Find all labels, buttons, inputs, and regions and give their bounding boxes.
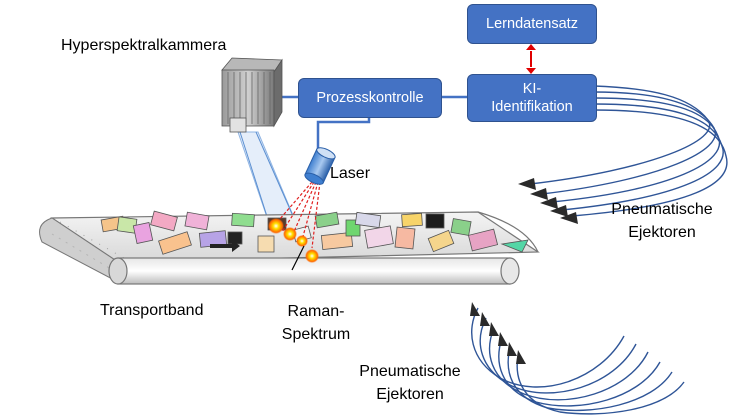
dataset-box-label: Lerndatensatz	[486, 15, 578, 32]
ejector-nozzle-icon	[498, 332, 508, 346]
ejectors-bottom-label-line2: Ejektoren	[376, 386, 444, 404]
waste-item	[314, 211, 340, 229]
waste-item	[467, 228, 499, 252]
raman-label-line1: Raman-	[287, 303, 345, 320]
process-control-box: Prozesskontrolle	[298, 78, 442, 118]
ai-identification-label-line1: KI-	[522, 80, 542, 97]
laser-label: Laser	[330, 165, 371, 182]
raman-flash	[296, 235, 308, 247]
raman-flash	[305, 249, 319, 263]
ejector-nozzle-icon	[540, 197, 558, 209]
waste-item	[364, 225, 394, 249]
waste-item	[425, 213, 445, 229]
ejector-nozzle-icon	[480, 312, 490, 326]
ejectors-bottom	[470, 302, 685, 415]
ejectors-bottom-label-line1: Pneumatische	[359, 363, 461, 380]
waste-item	[320, 232, 354, 250]
ejectors-right-label-line1: Pneumatische	[611, 201, 713, 218]
raman-flash	[268, 218, 284, 234]
belt-label: Transportband	[100, 302, 204, 319]
waste-item	[231, 212, 255, 228]
waste-item	[401, 212, 423, 228]
raman-flash	[283, 227, 297, 241]
ejectors-right-label-line2: Ejektoren	[628, 224, 696, 242]
laser-emitter-icon	[304, 147, 336, 185]
ejectors-right-label: Pneumatische Ejektoren	[604, 200, 720, 242]
camera-label: Hyperspektralkammera	[61, 37, 227, 54]
feedback-arrow	[526, 44, 536, 74]
waste-item	[132, 222, 154, 244]
waste-item	[116, 216, 138, 234]
waste-item	[394, 226, 416, 250]
ejector-nozzle-icon	[516, 350, 526, 364]
ejector-nozzle-icon	[470, 302, 480, 316]
raman-pointer-line	[291, 245, 305, 271]
ejector-nozzle-icon	[518, 178, 536, 190]
waste-item	[227, 231, 243, 245]
ejectors-bottom-label: Pneumatische Ejektoren	[352, 362, 468, 404]
ejector-nozzle-icon	[550, 205, 568, 217]
waste-item	[354, 211, 382, 229]
belt-direction-arrow	[210, 240, 240, 252]
ejectors-right	[518, 85, 728, 224]
waste-item	[450, 218, 472, 236]
ai-identification-box: KI- Identifikation	[467, 74, 597, 122]
laser-beams	[268, 181, 321, 271]
ejector-nozzle-icon	[530, 188, 548, 200]
waste-item	[158, 231, 192, 255]
waste-item	[500, 239, 529, 253]
raman-label-line2: Spektrum	[281, 326, 351, 344]
ejector-nozzle-icon	[489, 322, 499, 336]
process-to-laser-connector	[316, 116, 371, 150]
ejector-nozzle-icon	[560, 212, 578, 224]
raman-label: Raman- Spektrum	[273, 302, 359, 344]
waste-item	[427, 229, 455, 253]
waste-item	[150, 210, 178, 232]
waste-item	[257, 235, 275, 253]
ejector-nozzle-icon	[507, 342, 517, 356]
waste-item	[184, 211, 210, 231]
hyperspectral-camera-icon	[221, 57, 283, 133]
dataset-box: Lerndatensatz	[467, 4, 597, 44]
ai-identification-label-line2: Identifikation	[491, 99, 573, 115]
process-control-box-label: Prozesskontrolle	[316, 89, 424, 106]
